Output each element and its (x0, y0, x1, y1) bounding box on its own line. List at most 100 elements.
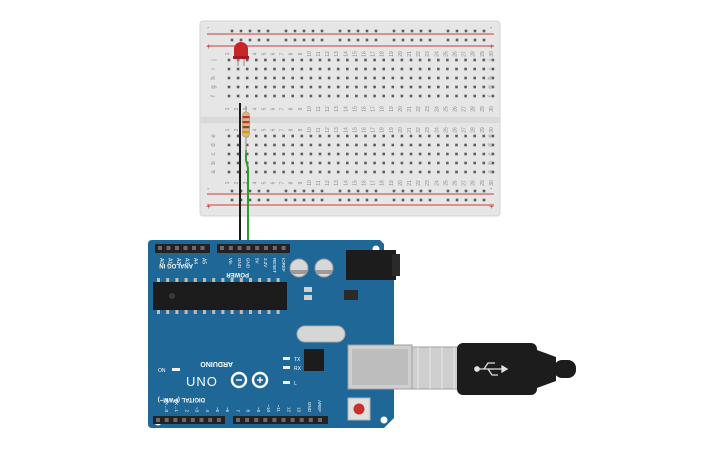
breadboard-hole[interactable] (291, 152, 294, 156)
breadboard-hole[interactable] (446, 152, 449, 156)
breadboard-hole[interactable] (373, 170, 376, 174)
rail-hole[interactable] (401, 198, 405, 202)
breadboard-hole[interactable] (346, 152, 349, 156)
breadboard-hole[interactable] (236, 161, 240, 165)
breadboard-hole[interactable] (446, 85, 449, 89)
rail-hole[interactable] (347, 38, 351, 42)
rail-hole[interactable] (473, 38, 477, 42)
power-pin-socket[interactable] (220, 246, 224, 250)
breadboard-hole[interactable] (327, 58, 331, 62)
breadboard-hole[interactable] (473, 143, 476, 147)
rail-hole[interactable] (338, 29, 342, 33)
breadboard-hole[interactable] (318, 134, 322, 138)
breadboard-hole[interactable] (427, 85, 431, 89)
breadboard-hole[interactable] (464, 134, 467, 138)
breadboard-hole[interactable] (327, 161, 331, 165)
breadboard-hole[interactable] (336, 94, 340, 98)
breadboard-hole[interactable] (391, 143, 395, 147)
breadboard-hole[interactable] (282, 134, 285, 138)
breadboard-hole[interactable] (245, 67, 249, 71)
breadboard-hole[interactable] (291, 85, 294, 89)
breadboard-hole[interactable] (391, 85, 395, 89)
rail-hole[interactable] (284, 198, 288, 202)
rail-hole[interactable] (374, 198, 378, 202)
rail-hole[interactable] (392, 29, 396, 33)
breadboard-hole[interactable] (318, 76, 322, 80)
breadboard-hole[interactable] (273, 76, 276, 80)
breadboard-hole[interactable] (491, 76, 495, 80)
breadboard-hole[interactable] (455, 67, 458, 71)
breadboard-hole[interactable] (455, 58, 458, 62)
breadboard-hole[interactable] (327, 76, 331, 80)
power-pin-socket[interactable] (246, 246, 251, 250)
rail-hole[interactable] (239, 29, 243, 33)
power-pin-socket[interactable] (255, 246, 260, 250)
breadboard-hole[interactable] (437, 67, 440, 71)
rail-hole[interactable] (401, 38, 405, 42)
rail-hole[interactable] (338, 38, 342, 42)
breadboard-hole[interactable] (373, 152, 376, 156)
breadboard-hole[interactable] (282, 161, 285, 165)
breadboard-hole[interactable] (373, 161, 376, 165)
breadboard-hole[interactable] (382, 152, 385, 156)
breadboard-hole[interactable] (491, 152, 495, 156)
rail-hole[interactable] (410, 38, 414, 42)
breadboard-hole[interactable] (309, 76, 313, 80)
usb-cable[interactable] (411, 343, 576, 395)
breadboard-hole[interactable] (400, 94, 404, 98)
breadboard-hole[interactable] (245, 58, 249, 62)
breadboard-hole[interactable] (291, 143, 294, 147)
rail-hole[interactable] (347, 198, 351, 202)
breadboard-hole[interactable] (437, 76, 440, 80)
rail-hole[interactable] (338, 198, 342, 202)
breadboard-hole[interactable] (355, 85, 358, 89)
rail-hole[interactable] (230, 38, 234, 42)
breadboard-hole[interactable] (473, 134, 476, 138)
rail-hole[interactable] (356, 38, 360, 42)
breadboard-hole[interactable] (364, 152, 367, 156)
breadboard-hole[interactable] (291, 94, 294, 98)
breadboard-hole[interactable] (355, 143, 358, 147)
breadboard-hole[interactable] (300, 76, 304, 80)
breadboard-hole[interactable] (273, 143, 276, 147)
breadboard-hole[interactable] (346, 76, 349, 80)
breadboard-hole[interactable] (482, 152, 486, 156)
analog-pin-socket[interactable] (158, 246, 162, 250)
breadboard-hole[interactable] (346, 134, 349, 138)
analog-pin-socket[interactable] (175, 246, 179, 250)
breadboard-hole[interactable] (382, 161, 385, 165)
breadboard-hole[interactable] (391, 94, 395, 98)
rail-hole[interactable] (410, 29, 414, 33)
breadboard-hole[interactable] (264, 76, 267, 80)
breadboard-hole[interactable] (264, 67, 267, 71)
breadboard-hole[interactable] (355, 58, 358, 62)
breadboard-hole[interactable] (409, 143, 413, 147)
rail-hole[interactable] (482, 198, 486, 202)
breadboard-hole[interactable] (427, 161, 431, 165)
breadboard-hole[interactable] (264, 152, 267, 156)
reset-button-cap[interactable] (353, 403, 365, 415)
breadboard-hole[interactable] (409, 85, 413, 89)
breadboard-hole[interactable] (491, 143, 495, 147)
breadboard-hole[interactable] (282, 67, 285, 71)
breadboard-hole[interactable] (437, 161, 440, 165)
breadboard-hole[interactable] (318, 161, 322, 165)
breadboard-hole[interactable] (400, 58, 404, 62)
breadboard-hole[interactable] (255, 134, 258, 138)
breadboard-hole[interactable] (327, 143, 331, 147)
breadboard-hole[interactable] (400, 152, 404, 156)
breadboard-hole[interactable] (409, 94, 413, 98)
breadboard-hole[interactable] (255, 85, 258, 89)
digital-pin-socket[interactable] (272, 418, 277, 422)
analog-pin-socket[interactable] (183, 246, 188, 250)
breadboard-hole[interactable] (373, 143, 376, 147)
rail-hole[interactable] (311, 198, 315, 202)
breadboard-hole[interactable] (382, 170, 385, 174)
breadboard-hole[interactable] (318, 67, 322, 71)
breadboard-hole[interactable] (300, 58, 304, 62)
breadboard-hole[interactable] (245, 143, 249, 147)
breadboard-hole[interactable] (382, 134, 385, 138)
breadboard-hole[interactable] (355, 152, 358, 156)
breadboard-hole[interactable] (236, 67, 240, 71)
rail-hole[interactable] (356, 198, 360, 202)
